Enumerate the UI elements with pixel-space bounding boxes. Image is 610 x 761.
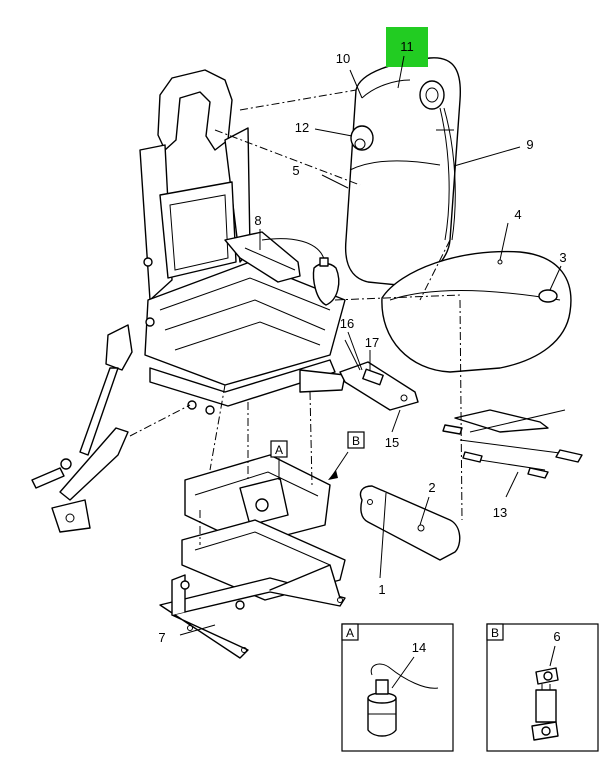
view-marker-b: B bbox=[328, 431, 365, 480]
callout-13: 13 bbox=[493, 505, 507, 520]
callout-16: 16 bbox=[340, 316, 354, 331]
seat-back-cushion bbox=[344, 57, 462, 286]
callout-11: 11 bbox=[400, 39, 414, 54]
view-marker-a-label: A bbox=[275, 443, 283, 457]
seat-cushion bbox=[381, 250, 572, 373]
callout-7: 7 bbox=[158, 630, 165, 645]
seat-base bbox=[159, 564, 346, 659]
callout-6: 6 bbox=[553, 629, 560, 644]
projection-lines bbox=[199, 89, 463, 545]
leader-lines bbox=[179, 55, 562, 636]
inset-b: B 6 bbox=[486, 623, 599, 752]
callout-14: 14 bbox=[412, 640, 426, 655]
callout-4: 4 bbox=[514, 207, 521, 222]
cushion-support-frame bbox=[442, 409, 583, 479]
callout-11-highlight bbox=[386, 27, 428, 67]
callout-9: 9 bbox=[526, 137, 533, 152]
side-control-rail bbox=[339, 339, 419, 411]
callout-5: 5 bbox=[292, 163, 299, 178]
callout-1: 1 bbox=[378, 582, 385, 597]
callout-3: 3 bbox=[559, 250, 566, 265]
inset-a-label: A bbox=[346, 626, 354, 640]
callout-12: 12 bbox=[295, 120, 309, 135]
callout-8: 8 bbox=[254, 213, 261, 228]
callout-numbers: 1 2 3 4 5 7 8 9 10 11 12 13 15 16 17 bbox=[158, 39, 566, 645]
inset-a: A 14 bbox=[341, 623, 454, 752]
lumbar-pump bbox=[224, 231, 340, 306]
view-marker-a: A bbox=[270, 440, 288, 480]
callout-2: 2 bbox=[428, 480, 435, 495]
armrest bbox=[359, 485, 461, 561]
callout-15: 15 bbox=[385, 435, 399, 450]
view-marker-b-label: B bbox=[352, 434, 360, 448]
callout-10: 10 bbox=[336, 51, 350, 66]
seat-belt-assembly bbox=[31, 324, 191, 533]
inset-b-label: B bbox=[491, 626, 499, 640]
callout-17: 17 bbox=[365, 335, 379, 350]
seat-frame bbox=[139, 69, 346, 415]
